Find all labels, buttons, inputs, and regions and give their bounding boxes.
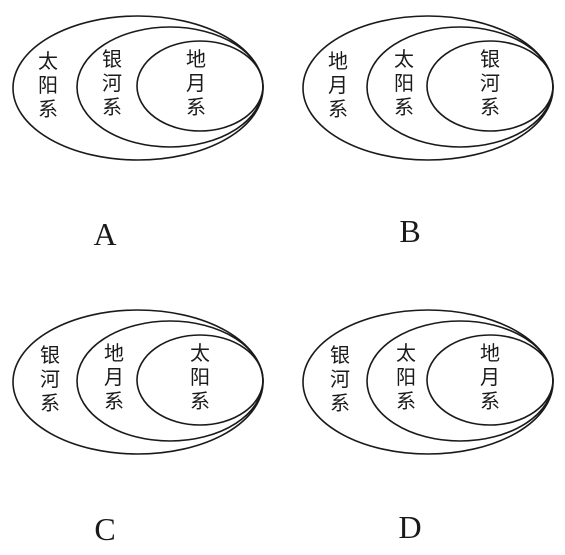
- option-b-panel: 地 月 系 太 阳 系 银 河 系 B: [302, 15, 554, 249]
- option-c-outer-char-1: 银: [40, 343, 60, 367]
- option-b-middle-char-3: 系: [394, 95, 414, 119]
- option-c-middle-char-3: 系: [104, 389, 124, 413]
- option-c-inner-ellipse: [136, 334, 264, 426]
- option-c-inner-char-1: 太: [190, 341, 210, 365]
- option-d-inner-char-2: 月: [480, 365, 500, 389]
- option-d-middle-char-2: 阳: [396, 365, 416, 389]
- option-c-inner-char-3: 系: [190, 389, 210, 413]
- option-b-outer-char-3: 系: [328, 97, 348, 121]
- option-b-inner-ellipse: [426, 40, 554, 132]
- option-d-middle-char-3: 系: [396, 389, 416, 413]
- option-a-inner-char-1: 地: [186, 47, 206, 71]
- option-c-middle-char-1: 地: [104, 341, 124, 365]
- option-d-outer-char-1: 银: [330, 343, 350, 367]
- option-a-letter: A: [93, 216, 116, 252]
- option-c-inner-char-2: 阳: [190, 365, 210, 389]
- option-d-outer-char-3: 系: [330, 391, 350, 415]
- option-a-middle-char-1: 银: [102, 47, 122, 71]
- option-c-middle-char-2: 月: [104, 365, 124, 389]
- option-a-outer-char-3: 系: [38, 97, 58, 121]
- option-d-inner-ellipse: [426, 334, 554, 426]
- option-c-letter: C: [94, 511, 115, 547]
- option-c-outer-char-2: 河: [40, 367, 60, 391]
- option-b-inner-char-3: 系: [480, 95, 500, 119]
- option-b-inner-char-2: 河: [480, 71, 500, 95]
- option-a-middle-char-3: 系: [102, 95, 122, 119]
- option-b-middle-char-1: 太: [394, 47, 414, 71]
- option-a-outer-char-1: 太: [38, 49, 58, 73]
- option-a-panel: 太 阳 系 银 河 系 地 月 系 A: [12, 15, 264, 252]
- option-a-inner-char-3: 系: [186, 95, 206, 119]
- option-b-middle-char-2: 阳: [394, 71, 414, 95]
- option-d-middle-char-1: 太: [396, 341, 416, 365]
- option-b-inner-char-1: 银: [480, 47, 500, 71]
- option-d-inner-char-1: 地: [480, 341, 500, 365]
- option-d-inner-char-3: 系: [480, 389, 500, 413]
- option-b-letter: B: [399, 213, 420, 249]
- option-d-letter: D: [398, 509, 421, 545]
- option-b-outer-char-2: 月: [328, 73, 348, 97]
- option-a-middle-char-2: 河: [102, 71, 122, 95]
- option-a-inner-ellipse: [136, 40, 264, 132]
- option-b-outer-char-1: 地: [328, 49, 348, 73]
- option-c-panel: 银 河 系 地 月 系 太 阳 系 C: [12, 309, 264, 547]
- option-a-inner-char-2: 月: [186, 71, 206, 95]
- option-a-outer-char-2: 阳: [38, 73, 58, 97]
- option-c-outer-char-3: 系: [40, 391, 60, 415]
- option-d-panel: 银 河 系 太 阳 系 地 月 系 D: [302, 309, 554, 545]
- option-d-middle-ellipse: [366, 320, 554, 442]
- option-d-outer-char-2: 河: [330, 367, 350, 391]
